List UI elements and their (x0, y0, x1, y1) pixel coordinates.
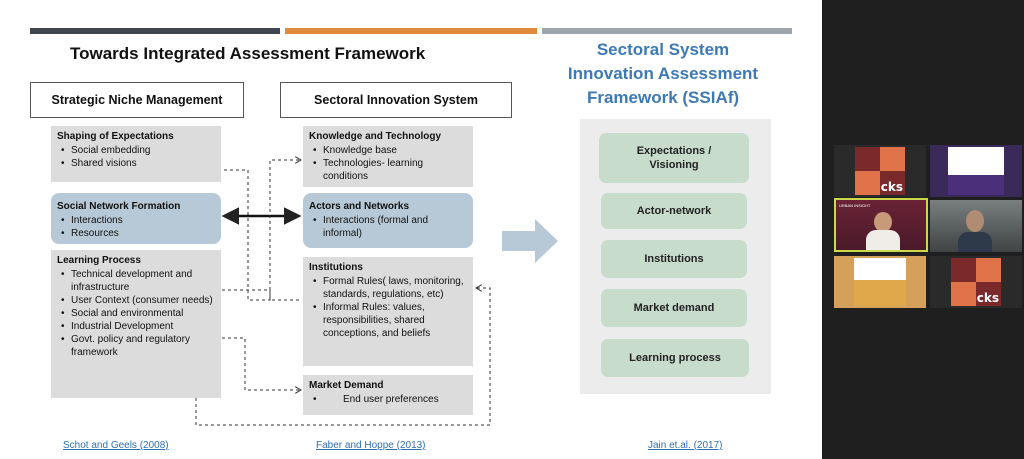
participant-tile[interactable]: cks (834, 145, 926, 197)
sis-box-knowledge: Knowledge and Technology Knowledge base … (303, 126, 473, 187)
header-bar-dark (30, 28, 280, 34)
participant-tile[interactable] (930, 200, 1022, 252)
person-body (958, 232, 992, 252)
participant-tile[interactable] (834, 256, 926, 308)
snm-box-learning: Learning Process Technical development a… (51, 250, 221, 398)
ssiaf-title-line: Innovation Assessment (567, 64, 759, 83)
participant-gallery: cks URBAN INSIGHT cks (822, 0, 1024, 459)
list-item: Formal Rules( laws, monitoring, standard… (309, 275, 467, 301)
sis-box-institutions: Institutions Formal Rules( laws, monitor… (303, 257, 473, 366)
logo-text: cks (880, 180, 903, 194)
box-heading: Institutions (309, 262, 363, 273)
shared-screen-thumbnail (948, 147, 1004, 175)
citation-link[interactable]: Schot and Geels (2008) (63, 440, 169, 451)
list-item: Interactions (57, 214, 215, 227)
snm-header: Strategic Niche Management (30, 82, 244, 118)
logo-text: cks (976, 291, 999, 305)
citation-link[interactable]: Jain et.al. (2017) (648, 440, 723, 451)
ssiaf-item-institutions: Institutions (601, 240, 747, 278)
snm-box-social-network: Social Network Formation Interactions Re… (51, 193, 221, 244)
dashed-connector (195, 288, 491, 426)
header-bar-gray (542, 28, 792, 34)
ssiaf-item-market-demand: Market demand (601, 289, 747, 327)
dashed-connector (224, 160, 301, 301)
slide-title: Towards Integrated Assessment Framework (70, 44, 426, 63)
list-item: Shared visions (57, 157, 215, 170)
person-body (866, 230, 900, 250)
thumbnail-banner (854, 280, 906, 306)
list-item: End user preferences (309, 393, 467, 406)
big-right-arrow (502, 219, 558, 263)
cks-logo: cks (951, 258, 1001, 306)
list-item: Informal Rules: values, responsibilities… (309, 301, 467, 340)
dashed-connector (222, 289, 301, 301)
list-item: Resources (57, 227, 215, 240)
sis-header: Sectoral Innovation System (280, 82, 512, 118)
presentation-slide: Towards Integrated Assessment Framework … (0, 0, 822, 459)
box-heading: Market Demand (309, 380, 384, 391)
list-item: User Context (consumer needs) (57, 294, 215, 307)
box-heading: Learning Process (57, 255, 141, 266)
list-item: Interactions (formal and informal) (309, 214, 467, 240)
ssiaf-item-expectations: Expectations / Visioning (599, 133, 749, 183)
connector-lines (195, 0, 558, 426)
ssiaf-item-actor-network: Actor-network (601, 193, 747, 229)
list-item: Industrial Development (57, 320, 215, 333)
box-heading: Social Network Formation (57, 201, 181, 212)
ssiaf-title-line: Framework (SSIAf) (586, 88, 740, 107)
ssiaf-item-learning-process: Learning process (601, 339, 749, 377)
citation-link[interactable]: Faber and Hoppe (2013) (316, 440, 426, 451)
list-item: Knowledge base (309, 144, 467, 157)
person-avatar (874, 212, 892, 232)
box-heading: Knowledge and Technology (309, 131, 442, 142)
participant-tile[interactable]: cks (930, 256, 1022, 308)
thumbnail-banner (948, 175, 1004, 195)
cks-logo: cks (855, 147, 905, 195)
sis-header-label: Sectoral Innovation System (314, 93, 478, 107)
sis-box-market: Market Demand End user preferences (303, 375, 473, 415)
participant-tile-active-speaker[interactable]: URBAN INSIGHT (834, 198, 928, 252)
participant-tile[interactable] (930, 145, 1022, 197)
ssiaf-title-line: Sectoral System (596, 40, 730, 59)
dashed-connector (222, 337, 301, 390)
box-heading: Shaping of Expectations (57, 131, 174, 142)
snm-header-label: Strategic Niche Management (51, 93, 223, 107)
snm-box-expectations: Shaping of Expectations Social embedding… (51, 126, 221, 182)
list-item: Social and environmental (57, 307, 215, 320)
box-heading: Actors and Networks (309, 201, 410, 212)
list-item: Technologies- learning conditions (309, 157, 467, 183)
list-item: Technical development and infrastructure (57, 268, 215, 294)
ssiaf-title: Sectoral System Innovation Assessment Fr… (548, 38, 778, 110)
thumb-label: URBAN INSIGHT (839, 203, 871, 208)
list-item: Govt. policy and regulatory framework (57, 333, 215, 359)
header-bar-orange (285, 28, 537, 34)
list-item: Social embedding (57, 144, 215, 157)
shared-screen-thumbnail (854, 258, 906, 280)
person-avatar (966, 210, 984, 232)
sis-box-actors: Actors and Networks Interactions (formal… (303, 193, 473, 248)
